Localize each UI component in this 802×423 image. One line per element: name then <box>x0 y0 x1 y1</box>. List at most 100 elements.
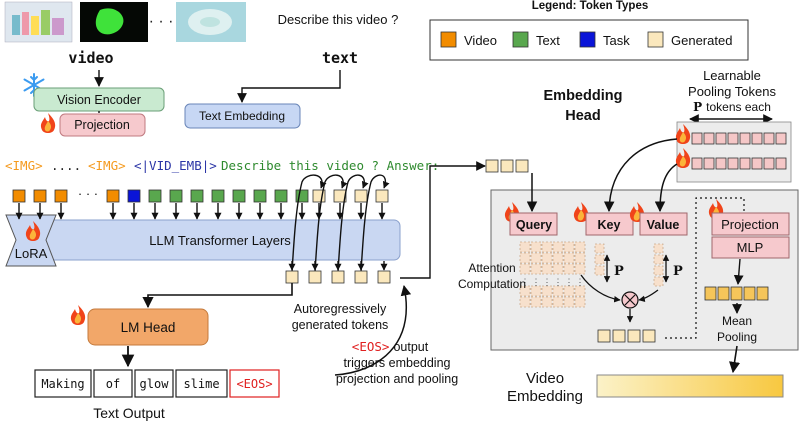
attn-dots-4: ⋮ <box>554 277 563 287</box>
pooled-token-3 <box>730 286 743 301</box>
input-token-4 <box>106 189 120 203</box>
key-col-cell-1 <box>594 243 605 254</box>
pool-token-2-3 <box>715 157 727 170</box>
lora-label: LoRA <box>15 246 48 261</box>
key-label: Key <box>598 218 621 232</box>
text-output-box-5 <box>229 369 280 398</box>
loop-token-4 <box>375 189 389 203</box>
prompt-text: Describe this video ? Answer: <box>221 158 439 173</box>
attn-cell-3-3 <box>541 263 553 275</box>
pooled-token-1 <box>704 286 717 301</box>
text-output-box-3 <box>134 369 174 398</box>
input-token-1 <box>12 189 26 203</box>
pool-token-1-8 <box>775 132 787 145</box>
attn-cell-2-1 <box>519 252 531 264</box>
text-label: text <box>322 49 358 67</box>
attn-cell-1-4 <box>552 241 564 253</box>
value-col-cell-3 <box>653 265 664 276</box>
attn-cell-2-3 <box>541 252 553 264</box>
value-col-cell-1 <box>653 243 664 254</box>
input-token-2 <box>33 189 47 203</box>
video-embedding-bar <box>596 374 784 398</box>
prompt-line: <IMG> .... <IMG> <|VID_EMB|> Describe th… <box>5 158 439 173</box>
llm-layers-label: LLM Transformer Layers <box>149 233 291 248</box>
pool-token-2-8 <box>775 157 787 170</box>
pooled-token-2 <box>717 286 730 301</box>
attn-dots-1: ⋮ <box>521 277 530 287</box>
text-output-word-4: slime <box>183 377 219 391</box>
legend-label-2: Text <box>536 33 560 48</box>
text-output-box-4 <box>175 369 228 398</box>
pooling-token-rows <box>691 132 787 170</box>
eos-note-tag: <EOS> <box>352 339 390 354</box>
attn-cell-2-2 <box>530 252 542 264</box>
attn-cell-1-2 <box>530 241 542 253</box>
attn-cell-5-4 <box>552 285 564 297</box>
attn-cell-2-6 <box>574 252 586 264</box>
attn-cell-6-2 <box>530 296 542 308</box>
attn-cell-6-5 <box>563 296 575 308</box>
mlp-block: MLP <box>711 236 790 259</box>
value-block: Value <box>639 212 688 236</box>
attention-label-line-1: Attention <box>468 261 515 275</box>
generated-token-2 <box>308 270 322 284</box>
legend-title: Legend: Token Types <box>532 0 649 12</box>
attn-dots-2: ⋮ <box>532 277 541 287</box>
pool-title-line-1: Learnable <box>703 68 761 83</box>
text-output-word-3: glow <box>140 377 170 391</box>
generated-token-row <box>285 270 391 284</box>
llm-transformer-block: LLM Transformer Layers <box>29 219 401 261</box>
pooling-tokens-panel <box>676 121 792 183</box>
frames-ellipsis-icon: · · · <box>149 13 174 30</box>
input-token-10 <box>232 189 246 203</box>
projection-label: Projection <box>74 118 130 132</box>
attn-cell-3-2 <box>530 263 542 275</box>
head-out-token-2 <box>612 329 626 343</box>
pooled-token-5 <box>756 286 769 301</box>
value-col-cell-2 <box>653 254 664 265</box>
generated-caption-line-2: generated tokens <box>292 318 389 332</box>
input-token-row <box>12 189 389 203</box>
attn-cell-1-5 <box>563 241 575 253</box>
head-title-line-1: Embedding <box>544 88 623 104</box>
head-out-token-4 <box>642 329 656 343</box>
generated-token-4 <box>354 270 368 284</box>
llm-arrows <box>15 174 390 273</box>
video-frames: · · · <box>4 1 246 43</box>
attn-cell-5-6 <box>574 285 586 297</box>
text-output-box-2 <box>93 369 133 398</box>
flame-icon <box>70 305 86 325</box>
input-ellipsis: · · · <box>78 186 98 201</box>
loop-token-2 <box>333 189 347 203</box>
value-col-cell-4 <box>653 276 664 287</box>
attn-dots-3: ⋮ <box>543 277 552 287</box>
legend-label-1: Video <box>464 33 497 48</box>
pooled-token-4 <box>743 286 756 301</box>
pool-p-symbol: P <box>693 100 702 114</box>
pool-token-1-7 <box>763 132 775 145</box>
attn-cell-6-3 <box>541 296 553 308</box>
attn-cell-5-3 <box>541 285 553 297</box>
input-token-9 <box>211 189 225 203</box>
pool-token-1-3 <box>715 132 727 145</box>
eos-note-output: output <box>393 340 428 354</box>
eos-note-line-3: projection and pooling <box>336 372 458 386</box>
attn-cell-5-5 <box>563 285 575 297</box>
input-token-3 <box>54 189 68 203</box>
question-text: Describe this video ? <box>278 12 399 27</box>
key-block: Key <box>585 212 634 236</box>
attn-cell-2-5 <box>563 252 575 264</box>
lm-head-label: LM Head <box>121 320 176 335</box>
attn-cell-1-6 <box>574 241 586 253</box>
legend-label-3: Task <box>603 33 630 48</box>
hidden-token-3 <box>515 159 529 173</box>
loop-token-3 <box>354 189 368 203</box>
input-token-7 <box>169 189 183 203</box>
attn-dots-5: ⋮ <box>565 277 574 287</box>
head-title-line-2: Head <box>565 108 600 124</box>
attn-dots-6: ⋮ <box>576 277 585 287</box>
input-token-5 <box>127 189 141 203</box>
pool-title-line-2: Pooling Tokens <box>688 84 776 99</box>
